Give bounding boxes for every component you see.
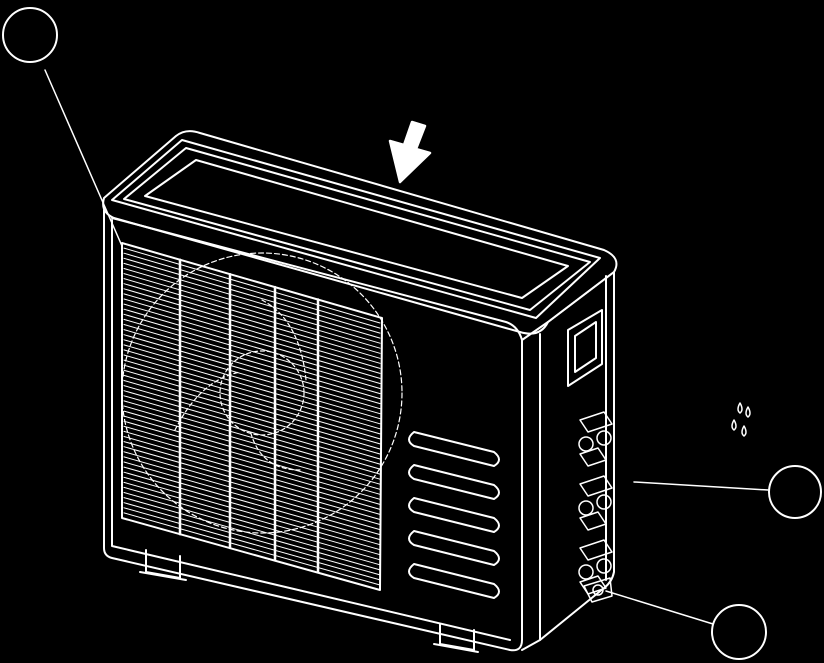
grille-bar <box>123 512 381 586</box>
valve-port <box>578 564 594 580</box>
grille-bar <box>123 446 381 520</box>
vent-slot <box>408 431 500 467</box>
airflow-arrow-icon <box>388 120 432 184</box>
valve-cap <box>583 577 613 603</box>
grille-bar <box>123 334 381 410</box>
grille-bar <box>123 283 381 359</box>
grille-bar <box>123 329 381 405</box>
grille-bar <box>123 288 381 364</box>
grille-bar <box>123 405 381 480</box>
grille-bar <box>123 278 381 354</box>
grille-bar <box>123 486 381 561</box>
grille-bar <box>123 354 381 430</box>
grille-bar <box>123 430 381 505</box>
grille-bar <box>123 395 381 470</box>
grille-bar <box>123 425 381 500</box>
valve-body <box>579 539 613 561</box>
grille-bar <box>123 476 381 551</box>
grille-bar <box>123 257 381 334</box>
callout-top-left <box>2 7 58 63</box>
grille-bar <box>123 298 381 374</box>
grille-bar <box>123 273 381 349</box>
fan-ring <box>121 252 403 534</box>
grille-bar <box>123 400 381 475</box>
vent-slot <box>408 530 500 566</box>
grille-bar <box>123 318 381 395</box>
grille-bar <box>123 268 381 344</box>
grille-bar <box>123 441 381 515</box>
vent-slot <box>408 563 500 599</box>
vent-slot <box>408 464 500 500</box>
vent-slot <box>408 497 500 533</box>
grille-bar <box>123 339 381 415</box>
valve-nut <box>579 447 607 467</box>
grille-bar <box>123 390 381 465</box>
grille-bar <box>123 369 381 445</box>
callout-right-middle <box>768 465 822 519</box>
valve-port <box>592 584 604 596</box>
valve-nut <box>579 511 607 531</box>
side-panel <box>521 271 615 651</box>
service-valve-group <box>578 411 613 603</box>
grille-bar <box>123 293 381 369</box>
grille-bar <box>123 456 381 531</box>
grille-bar <box>123 415 381 490</box>
fan-blades <box>174 299 307 471</box>
valve-port <box>596 430 612 446</box>
grille-bar <box>123 466 381 541</box>
grille-bar <box>123 502 381 576</box>
grille-bar <box>123 359 381 435</box>
grille-bar <box>123 303 381 379</box>
grille-bar <box>123 344 381 420</box>
grille-bar <box>123 420 381 495</box>
grille-bar <box>123 507 381 581</box>
grille-bar <box>123 436 381 510</box>
callout-right-bottom <box>711 604 767 660</box>
valve-port <box>578 500 594 516</box>
grille-bar <box>123 374 381 450</box>
valve-port <box>596 558 612 574</box>
grille-bar <box>123 313 381 389</box>
grille-bar <box>123 451 381 525</box>
grille-bar <box>123 324 381 400</box>
grille-bar <box>123 308 381 384</box>
grille-bar <box>123 385 381 460</box>
grille-bar <box>123 471 381 546</box>
grille-bar <box>123 492 381 566</box>
front-panel <box>103 209 523 652</box>
leader-line-top-left <box>44 69 123 247</box>
grille-bar <box>123 380 381 455</box>
grille-bar <box>123 481 381 556</box>
grille-bar <box>123 262 381 339</box>
grille-bar <box>123 461 381 536</box>
grille-bar <box>123 410 381 485</box>
grille-bar <box>123 252 381 329</box>
grille-bar <box>123 349 381 425</box>
leader-line-right-middle <box>633 481 769 491</box>
service-valve <box>578 475 613 531</box>
grille-bar <box>123 497 381 571</box>
valve-port <box>578 436 594 452</box>
grille-frame <box>121 242 383 591</box>
grille-bar <box>123 247 381 324</box>
mounting-feet <box>139 549 479 653</box>
side-handle <box>567 309 603 387</box>
leader-line-right-bottom <box>605 590 714 625</box>
service-valve <box>578 411 613 467</box>
valve-port <box>596 494 612 510</box>
grille-bar <box>123 364 381 440</box>
water-drops-icon <box>731 402 751 437</box>
valve-body <box>579 475 613 497</box>
fan-grille <box>121 242 403 591</box>
valve-body <box>579 411 613 433</box>
side-vent-group <box>408 431 500 599</box>
